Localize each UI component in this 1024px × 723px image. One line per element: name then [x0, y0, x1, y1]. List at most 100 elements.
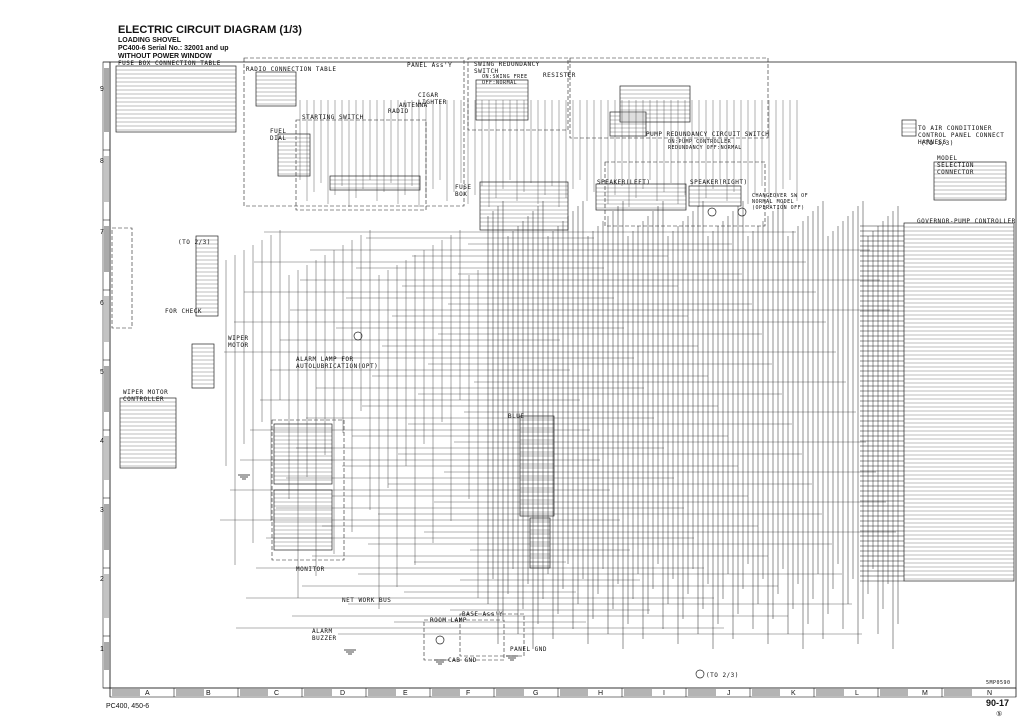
- wiper-controller-label: WIPER MOTOR CONTROLLER: [123, 389, 169, 403]
- row-hatch: [104, 226, 109, 272]
- assembly-outline: [569, 57, 769, 139]
- row-hatch: [104, 366, 109, 412]
- column-label: G: [533, 690, 539, 697]
- network-bus-label: NET WORK BUS: [342, 597, 392, 604]
- terminal-circle: [435, 635, 445, 645]
- column-label: A: [145, 690, 150, 697]
- governor-pump-label: GOVERNOR-PUMP CONTROLLER: [917, 218, 1016, 225]
- speaker-right-label: SPEAKER(RIGHT): [690, 179, 748, 186]
- fuse-box-table-label: FUSE BOX CONNECTION TABLE: [118, 60, 221, 67]
- column-label: E: [403, 690, 408, 697]
- connector-block: [115, 65, 237, 133]
- column-hatch: [304, 689, 332, 696]
- to-aircon-ref: (TO 3/3): [921, 140, 954, 147]
- resister-label: RESISTER: [543, 72, 576, 79]
- column-hatch: [880, 689, 908, 696]
- column-label: H: [598, 690, 604, 697]
- row-label: 7: [100, 229, 104, 236]
- connector-block: [933, 161, 1007, 201]
- room-lamp-label: ROOM LAMP: [430, 617, 468, 624]
- column-hatch: [816, 689, 844, 696]
- column-hatch: [112, 689, 140, 696]
- assembly-outline: [423, 619, 505, 661]
- row-label: 9: [100, 86, 104, 93]
- column-hatch: [432, 689, 460, 696]
- cab-gnd-label: CAB GND: [448, 657, 477, 664]
- column-hatch: [176, 689, 204, 696]
- connector-block: [329, 175, 421, 191]
- connector-block: [277, 133, 311, 177]
- column-label: D: [340, 690, 346, 697]
- row-hatch: [104, 156, 109, 202]
- column-hatch: [560, 689, 588, 696]
- subtitle-line-3: WITHOUT POWER WINDOW: [118, 53, 212, 60]
- column-label: C: [274, 690, 280, 697]
- to-aircon-label: TO AIR CONDITIONER CONTROL PANEL CONNECT…: [918, 125, 1005, 146]
- base-assy-label: BASE Ass'Y: [462, 611, 504, 618]
- panel-gnd-label: PANEL GND: [510, 646, 548, 653]
- column-hatch: [624, 689, 652, 696]
- monitor-label: MONITOR: [296, 566, 325, 573]
- connector-block: [119, 397, 177, 469]
- wiper-motor-label: WIPER MOTOR: [228, 335, 249, 349]
- column-label: J: [727, 690, 731, 697]
- connector-block: [903, 222, 1015, 582]
- fuse-box-label: FUSE BOX: [455, 184, 472, 198]
- revision-mark: ⑤: [996, 711, 1003, 718]
- column-label: B: [206, 690, 211, 697]
- model-selection-label: MODEL SELECTION CONNECTOR: [937, 155, 975, 176]
- swing-free-label: ON:SWING FREE OFF:NORMAL: [482, 74, 528, 86]
- pump-redundancy-sub-label: ON:PUMP CONTROLLER REDUNDANCY OFF:NORMAL: [668, 139, 742, 151]
- column-label: L: [855, 690, 859, 697]
- row-label: 1: [100, 646, 104, 653]
- terminal-circle: [353, 331, 363, 341]
- column-hatch: [240, 689, 268, 696]
- column-hatch: [368, 689, 396, 696]
- swing-redundancy-label: SWING REDUNDANCY SWITCH: [474, 61, 540, 75]
- assembly-outline: [467, 57, 569, 131]
- connector-block: [273, 423, 333, 485]
- footer-model: PC400, 450-6: [106, 703, 150, 710]
- connector-block: [619, 85, 691, 123]
- radio-label: RADIO: [388, 108, 409, 115]
- row-hatch: [104, 68, 109, 132]
- page-title: ELECTRIC CIRCUIT DIAGRAM (1/3): [118, 24, 302, 36]
- subtitle-line-2: PC400-6 Serial No.: 32001 and up: [118, 45, 229, 52]
- alarm-buzzer-label: ALARM BUZZER: [312, 628, 337, 642]
- row-label: 2: [100, 576, 104, 583]
- fuel-dial-label: FUEL DIAL: [270, 128, 287, 142]
- radio-table-label: RADIO CONNECTION TABLE: [246, 66, 337, 73]
- column-label: K: [791, 690, 796, 697]
- terminal-circle: [737, 207, 747, 217]
- terminal-circle: [707, 207, 717, 217]
- pump-redundancy-label: PUMP REDUNDANCY CIRCUIT SWITCH: [646, 131, 770, 138]
- row-hatch: [104, 642, 109, 670]
- row-hatch: [104, 296, 109, 342]
- row-label: 8: [100, 158, 104, 165]
- row-label: 5: [100, 369, 104, 376]
- speaker-left-label: SPEAKER(LEFT): [597, 179, 651, 186]
- row-label: 3: [100, 507, 104, 514]
- row-label: 4: [100, 438, 104, 445]
- column-label: F: [466, 690, 471, 697]
- figure-code: 5MP0590: [986, 680, 1011, 686]
- column-hatch: [752, 689, 780, 696]
- column-hatch: [496, 689, 524, 696]
- for-check-label: FOR CHECK: [165, 308, 203, 315]
- subtitle-line-1: LOADING SHOVEL: [118, 37, 182, 44]
- column-hatch: [688, 689, 716, 696]
- column-label: I: [663, 690, 665, 697]
- blue-label: BLUE: [508, 413, 525, 420]
- row-hatch: [104, 504, 109, 550]
- column-hatch: [944, 689, 972, 696]
- panel-assy-label: PANEL Ass'Y: [407, 62, 453, 69]
- connector-block: [255, 71, 297, 107]
- terminal-circle: [695, 669, 705, 679]
- changeover-label: CHANGEOVER SW OF NORMAL MODEL (OPERATION…: [752, 193, 809, 211]
- row-hatch: [104, 574, 109, 618]
- cigar-lighter-label: CIGAR LIGHTER: [418, 92, 447, 106]
- column-label: M: [922, 690, 928, 697]
- to-2-3-bottom-label: (TO 2/3): [706, 672, 739, 679]
